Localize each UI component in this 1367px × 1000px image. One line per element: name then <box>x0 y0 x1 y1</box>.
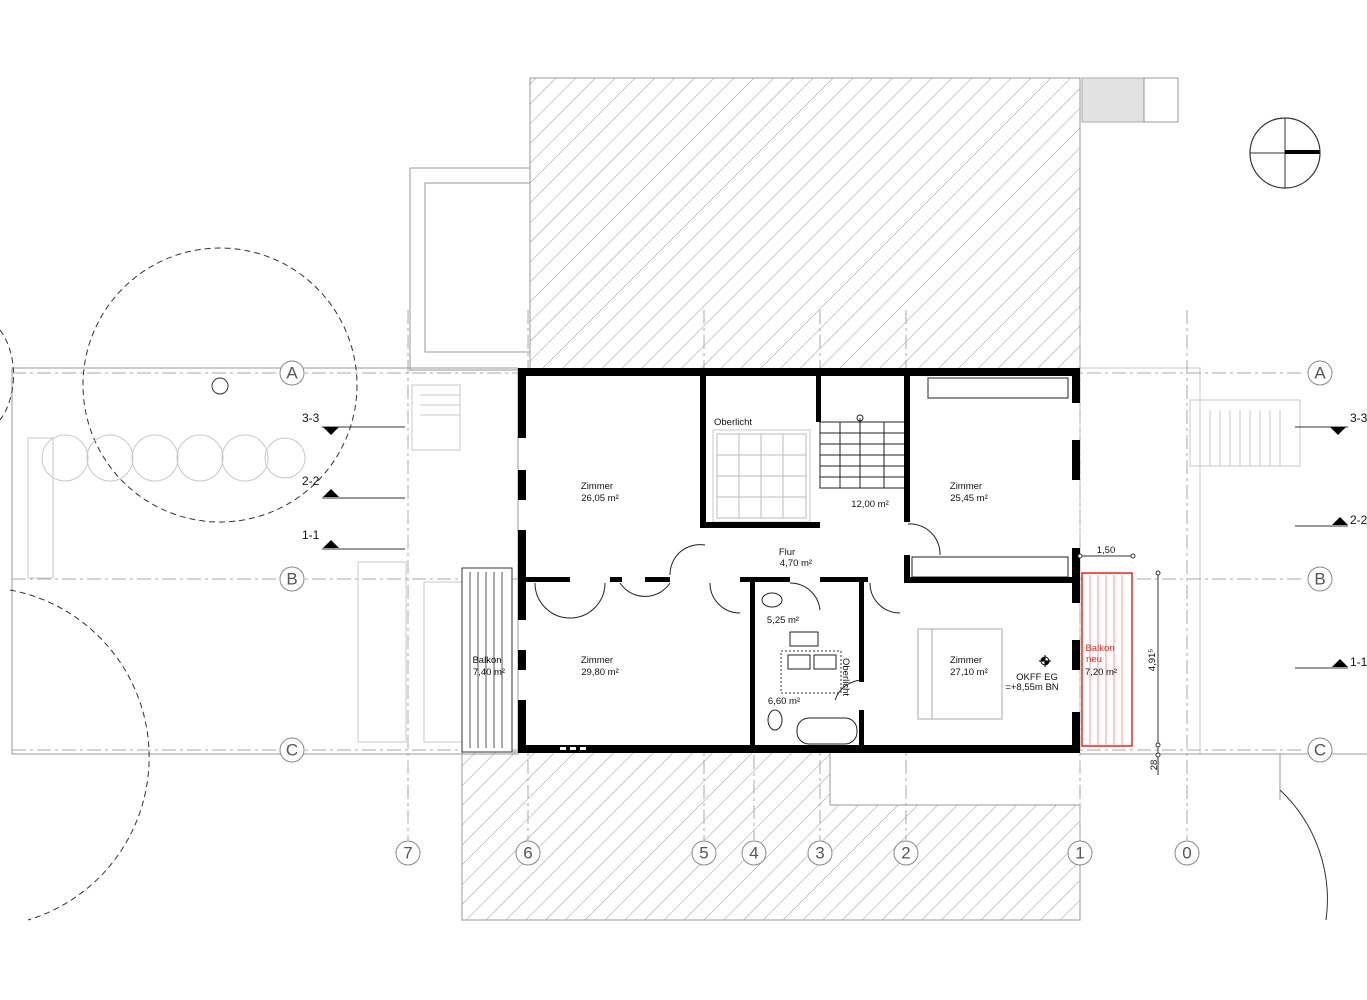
room-name: Zimmer <box>950 655 982 666</box>
section-label: 2-2 <box>302 474 320 488</box>
neighbor-building-south <box>461 751 1081 921</box>
neighbor-shed <box>1081 77 1145 123</box>
grid-column-label: 1 <box>1075 844 1084 863</box>
grid-column-label: 2 <box>901 844 910 863</box>
room-area: 4,70 m² <box>780 558 812 569</box>
room-name: Flur <box>779 547 795 558</box>
grid-column-label: 4 <box>749 844 758 863</box>
grid-row-label: B <box>1314 570 1325 589</box>
walls <box>518 368 1080 753</box>
site-boundary <box>11 367 519 755</box>
room-name: neu <box>1086 654 1102 665</box>
staircase <box>819 414 907 489</box>
section-label: 1-1 <box>302 528 320 542</box>
section-marker-icon <box>1330 427 1346 435</box>
hedge <box>41 434 306 482</box>
room-name: Oberlicht <box>714 417 752 428</box>
room-area: 27,10 m² <box>950 667 988 678</box>
balcony-new <box>1081 572 1133 747</box>
room-area: 7,40 m² <box>473 667 505 678</box>
grid-column-label: 6 <box>523 844 532 863</box>
section-marker-icon <box>1332 517 1348 525</box>
balcony-existing <box>461 567 513 753</box>
level-marker-icon <box>1039 655 1051 667</box>
section-markers-right: 3-3 2-2 1-1 <box>1295 411 1367 669</box>
level-label: OKFF EG <box>1016 672 1058 683</box>
room-area: 5,25 m² <box>767 615 799 626</box>
room-area: 25,45 m² <box>950 493 988 504</box>
section-marker-icon <box>323 540 339 548</box>
room-labels: Zimmer 26,05 m² Oberlicht 12,00 m² Zimme… <box>472 417 1160 770</box>
tree-trunk <box>211 377 229 395</box>
section-markers-left: 3-3 2-2 1-1 <box>302 411 405 550</box>
room-area: 26,05 m² <box>581 493 619 504</box>
grid-column-markers: 7 6 5 4 3 2 1 0 <box>395 840 1200 866</box>
courtyard-box-inner <box>424 182 531 353</box>
dimension-lines <box>1077 553 1161 775</box>
room-area: 12,00 m² <box>851 499 889 510</box>
dimension-width: 1,50 <box>1097 545 1116 556</box>
courtyard-box <box>409 167 531 371</box>
tree-canopy-west <box>9 589 150 921</box>
grid-row-label: A <box>286 364 298 383</box>
room-area: 6,60 m² <box>768 696 800 707</box>
grid-column-label: 7 <box>403 844 412 863</box>
section-label: 3-3 <box>302 411 320 425</box>
section-marker-icon <box>323 427 339 435</box>
neighbor-shed-outline <box>1143 77 1179 123</box>
grid-column-label: 0 <box>1182 844 1191 863</box>
grid-row-label: C <box>1314 741 1326 760</box>
room-name: Balkon <box>1085 643 1114 654</box>
tree-canopy <box>82 247 358 523</box>
section-label: 1-1 <box>1350 655 1367 669</box>
room-name: Zimmer <box>581 655 613 666</box>
level-value: =+8,55m BN <box>1005 682 1058 693</box>
room-name: Oberlicht <box>840 658 851 696</box>
grid-column-label: 5 <box>699 844 708 863</box>
grid-row-label: B <box>286 570 297 589</box>
grid-column-label: 3 <box>815 844 824 863</box>
room-area: 7,20 m² <box>1085 667 1117 678</box>
grid-row-label: A <box>1314 364 1326 383</box>
dimension-offset: 28 <box>1149 760 1160 771</box>
neighbor-building-north <box>529 77 1081 371</box>
room-name: Balkon <box>472 655 501 666</box>
grid-row-markers: A B C A B C <box>279 360 1333 763</box>
north-arrow-icon <box>1249 117 1321 189</box>
grid-row-label: C <box>286 741 298 760</box>
section-label: 3-3 <box>1350 411 1367 425</box>
section-label: 2-2 <box>1350 513 1367 527</box>
section-marker-icon <box>323 489 339 497</box>
room-name: Zimmer <box>950 481 982 492</box>
room-area: 29,80 m² <box>581 667 619 678</box>
section-marker-icon <box>1332 659 1348 667</box>
dimension-length: 4,91⁵ <box>1147 649 1158 671</box>
door-swings <box>534 523 941 701</box>
room-name: Zimmer <box>581 481 613 492</box>
